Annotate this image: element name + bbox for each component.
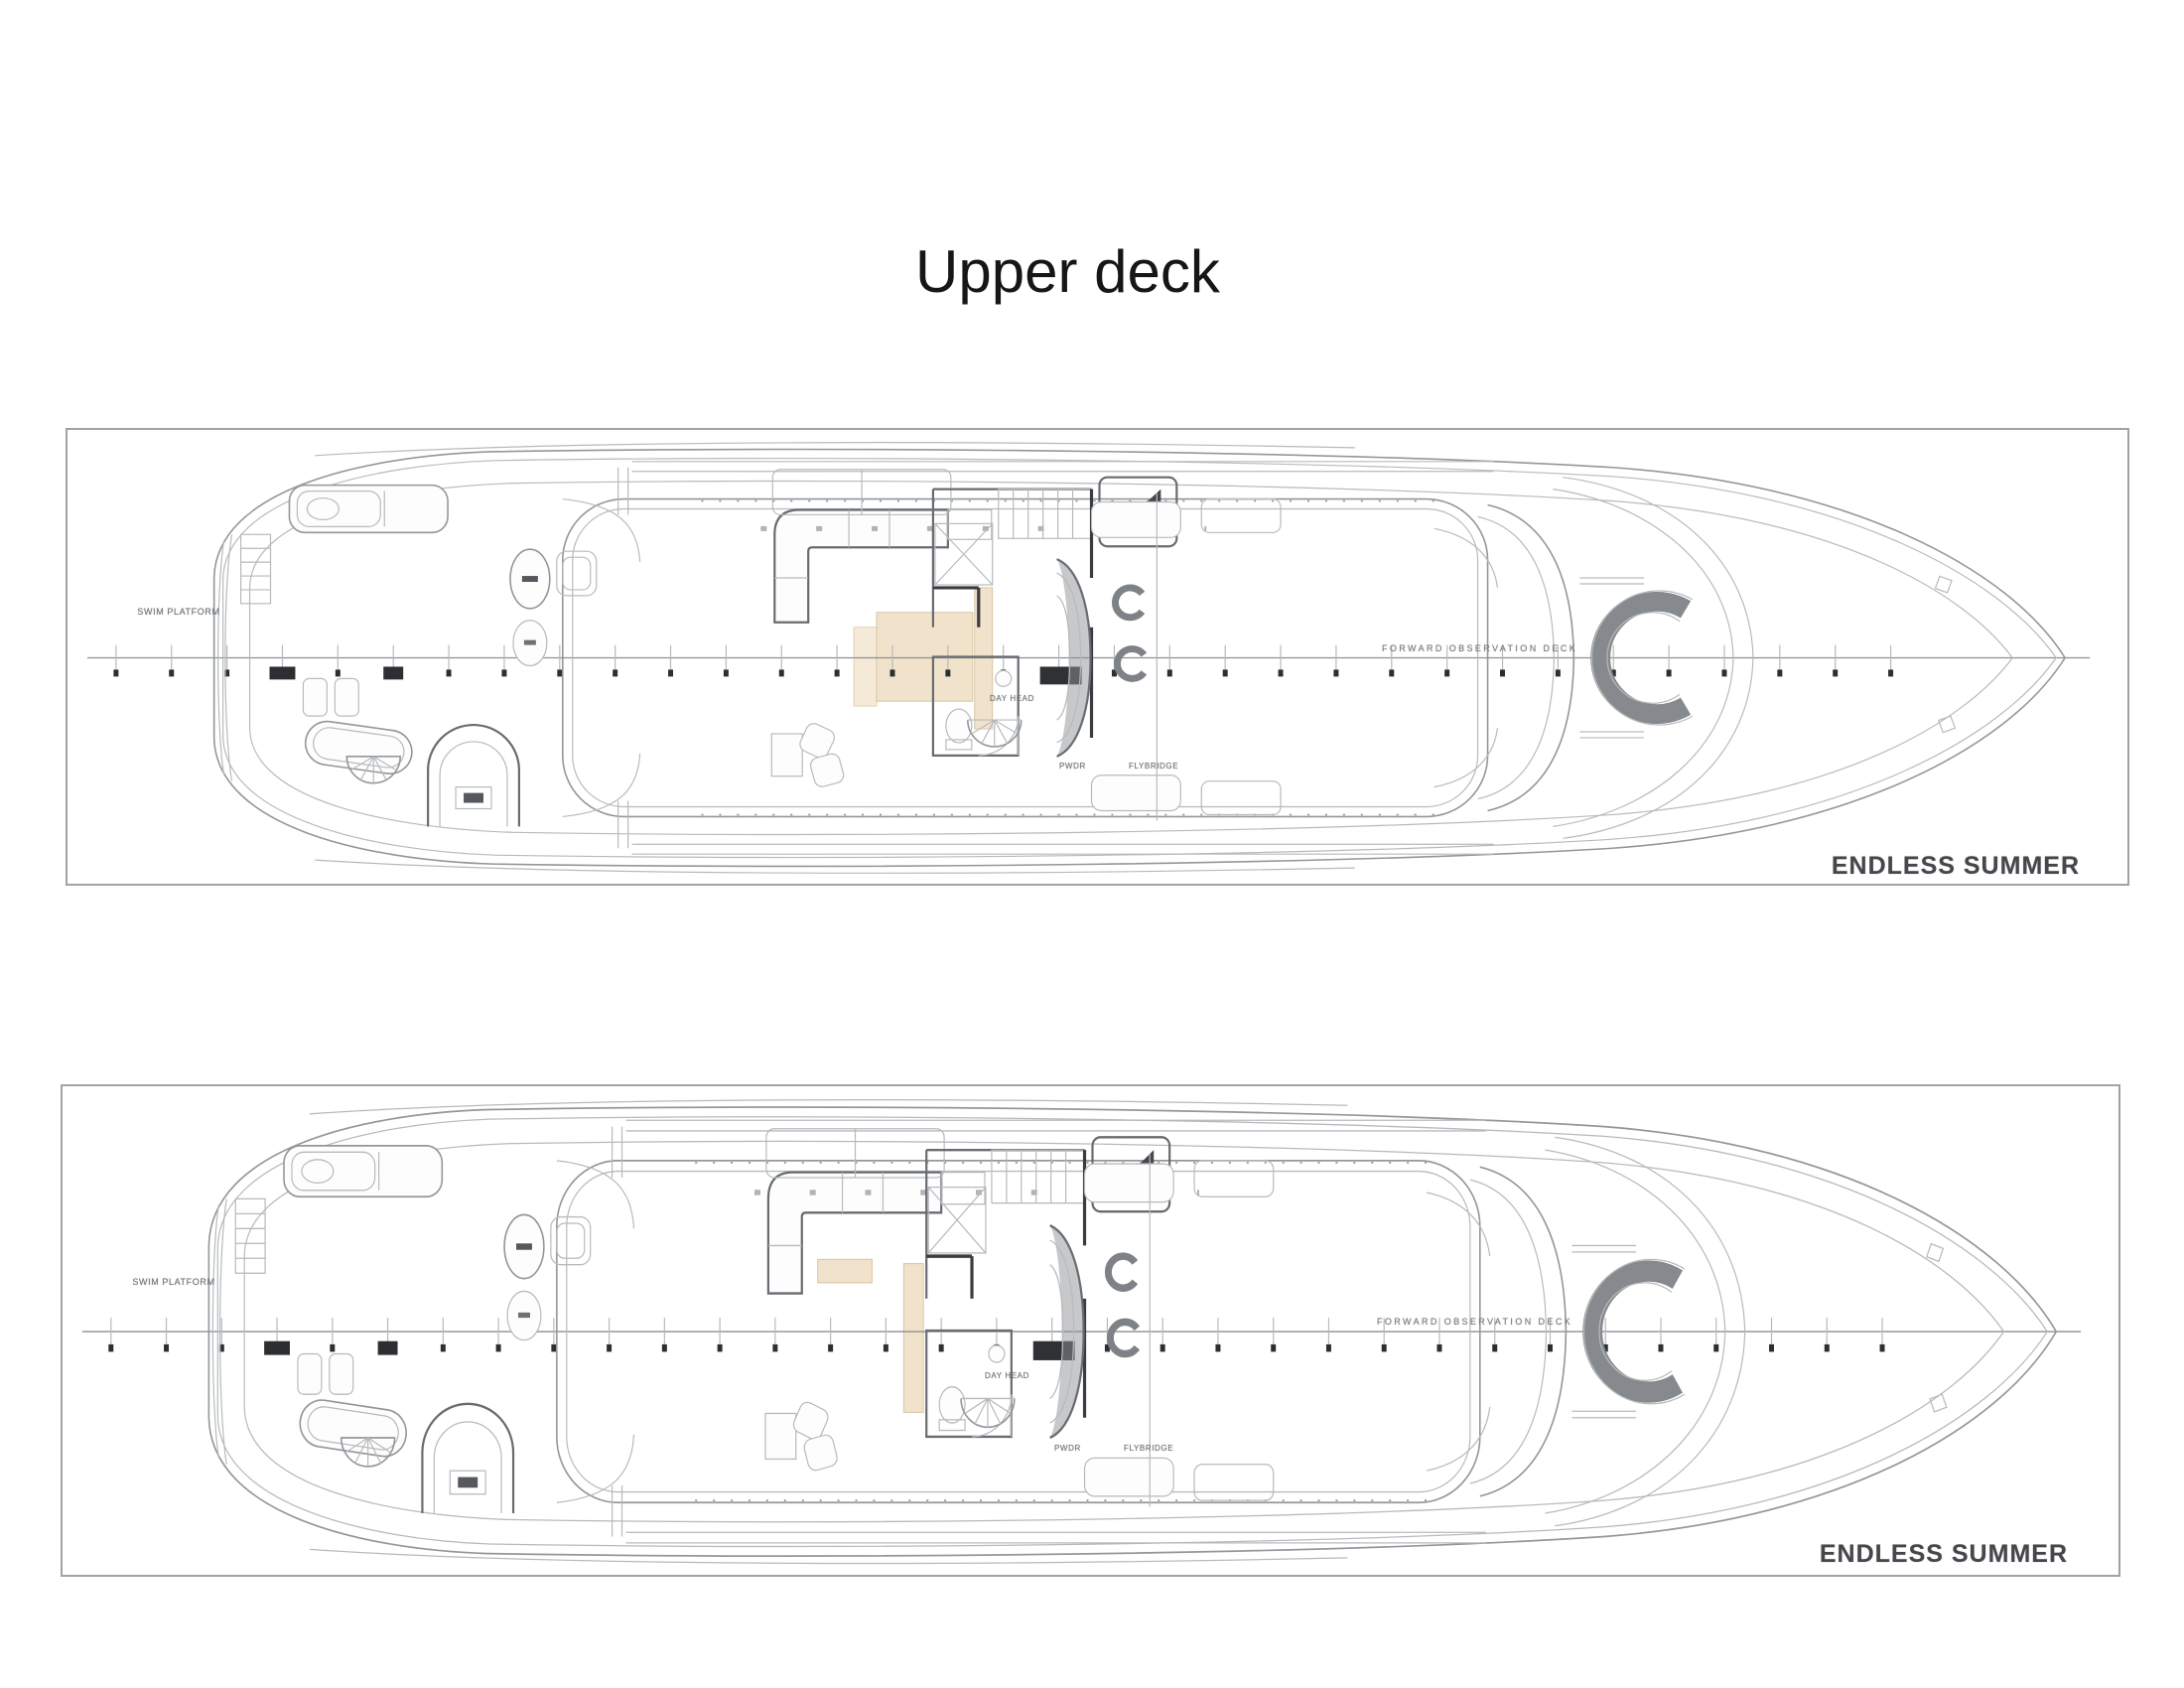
coffee-table-highlight [817, 1258, 873, 1284]
flybridge-label: FLYBRIDGE [1124, 1444, 1174, 1453]
flybridge-label: FLYBRIDGE [1129, 762, 1179, 771]
deck-plan-panel-1: SWIM PLATFORM FORWARD OBSERVATION DECK D… [66, 428, 2129, 886]
powder-room-label: PWDR [1059, 762, 1086, 771]
forward-observation-deck-label: FORWARD OBSERVATION DECK [1382, 643, 1578, 653]
yacht-plan-svg-1 [68, 430, 2127, 884]
page-title: Upper deck [915, 238, 1220, 305]
vessel-name: ENDLESS SUMMER [1831, 852, 2080, 880]
forward-observation-deck-label: FORWARD OBSERVATION DECK [1377, 1317, 1573, 1327]
day-head-label: DAY HEAD [990, 694, 1034, 703]
powder-room-label: PWDR [1054, 1444, 1081, 1453]
yacht-plan-svg-2 [63, 1086, 2118, 1575]
deck-plan-panel-2: SWIM PLATFORM FORWARD OBSERVATION DECK D… [61, 1084, 2120, 1577]
dining-rug-highlight [853, 627, 878, 707]
sideboard-highlight [902, 1263, 924, 1413]
swim-platform-label: SWIM PLATFORM [137, 607, 220, 617]
beige-highlights-2 [817, 1258, 924, 1413]
vessel-name: ENDLESS SUMMER [1819, 1540, 2068, 1568]
swim-platform-label: SWIM PLATFORM [132, 1277, 215, 1287]
day-head-label: DAY HEAD [985, 1371, 1029, 1380]
